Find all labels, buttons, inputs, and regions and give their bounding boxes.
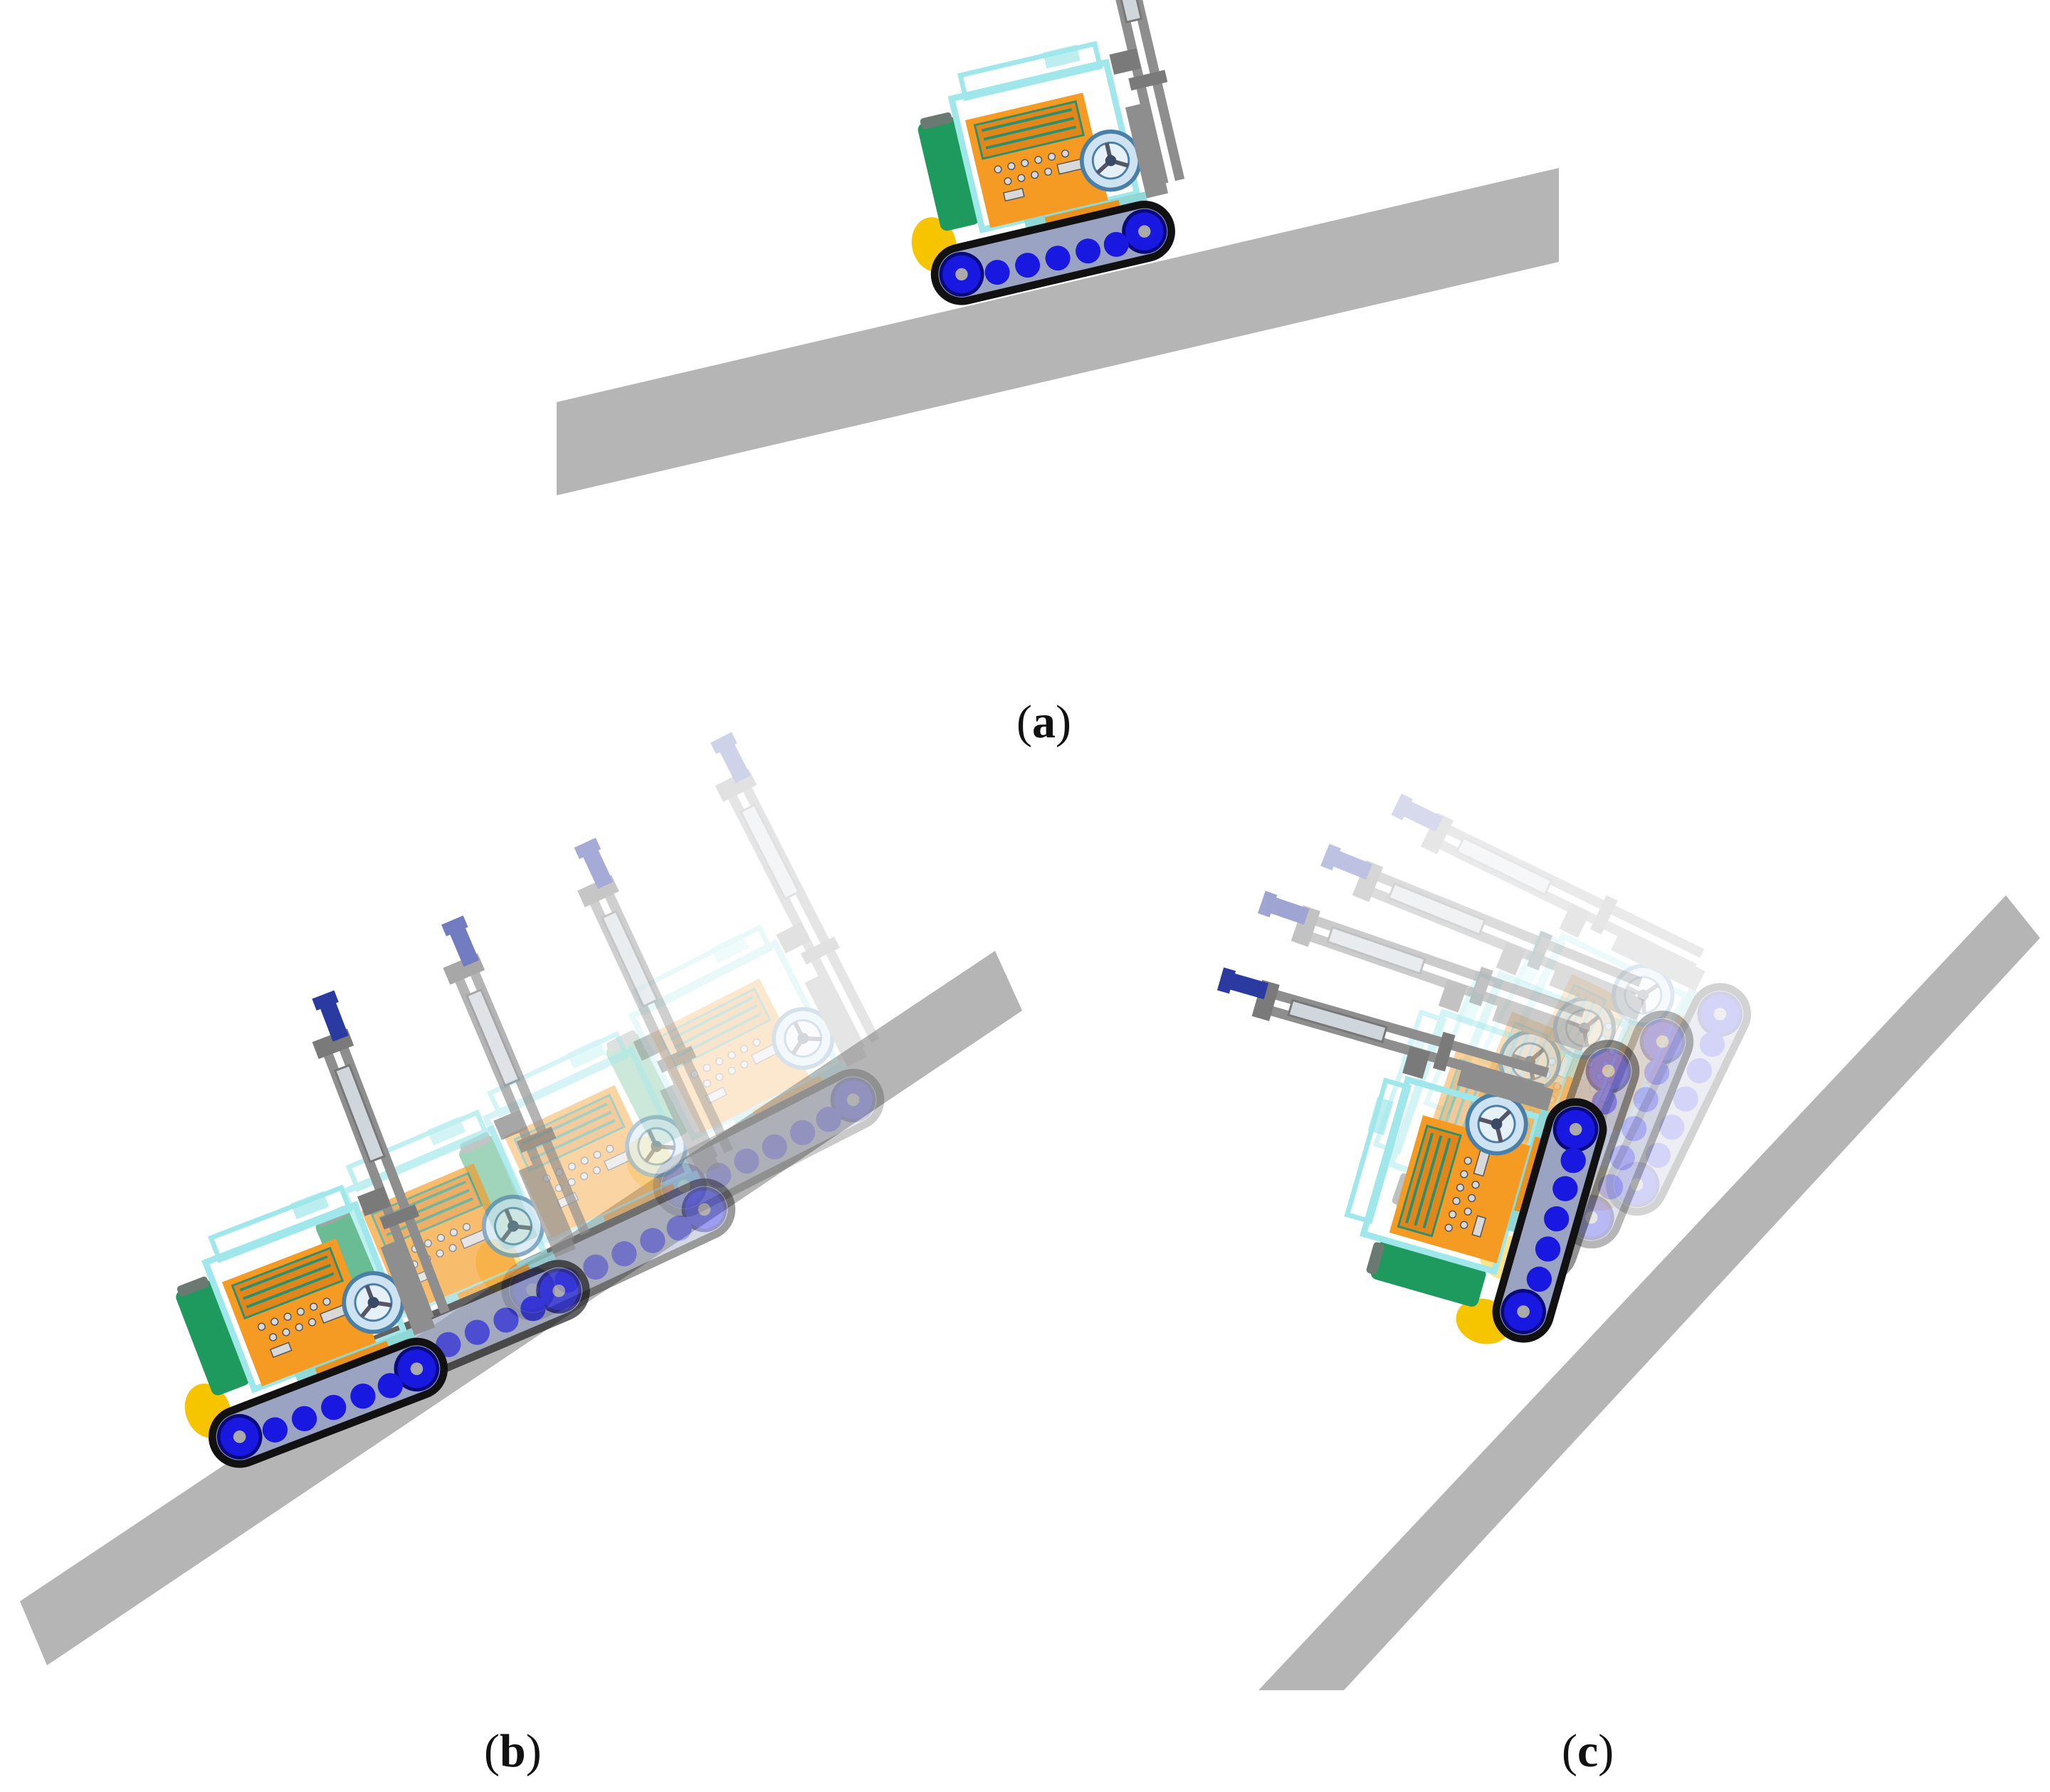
panel-label-c: (c) <box>1562 1725 1614 1777</box>
panel-b <box>20 732 1022 1665</box>
panel-label-b: (b) <box>484 1725 542 1777</box>
slope-c <box>1258 895 2040 1690</box>
panel-a <box>557 0 1559 495</box>
panel-label-a: (a) <box>1016 696 1071 748</box>
panel-c <box>1143 794 2040 1690</box>
slope-a <box>557 168 1559 495</box>
